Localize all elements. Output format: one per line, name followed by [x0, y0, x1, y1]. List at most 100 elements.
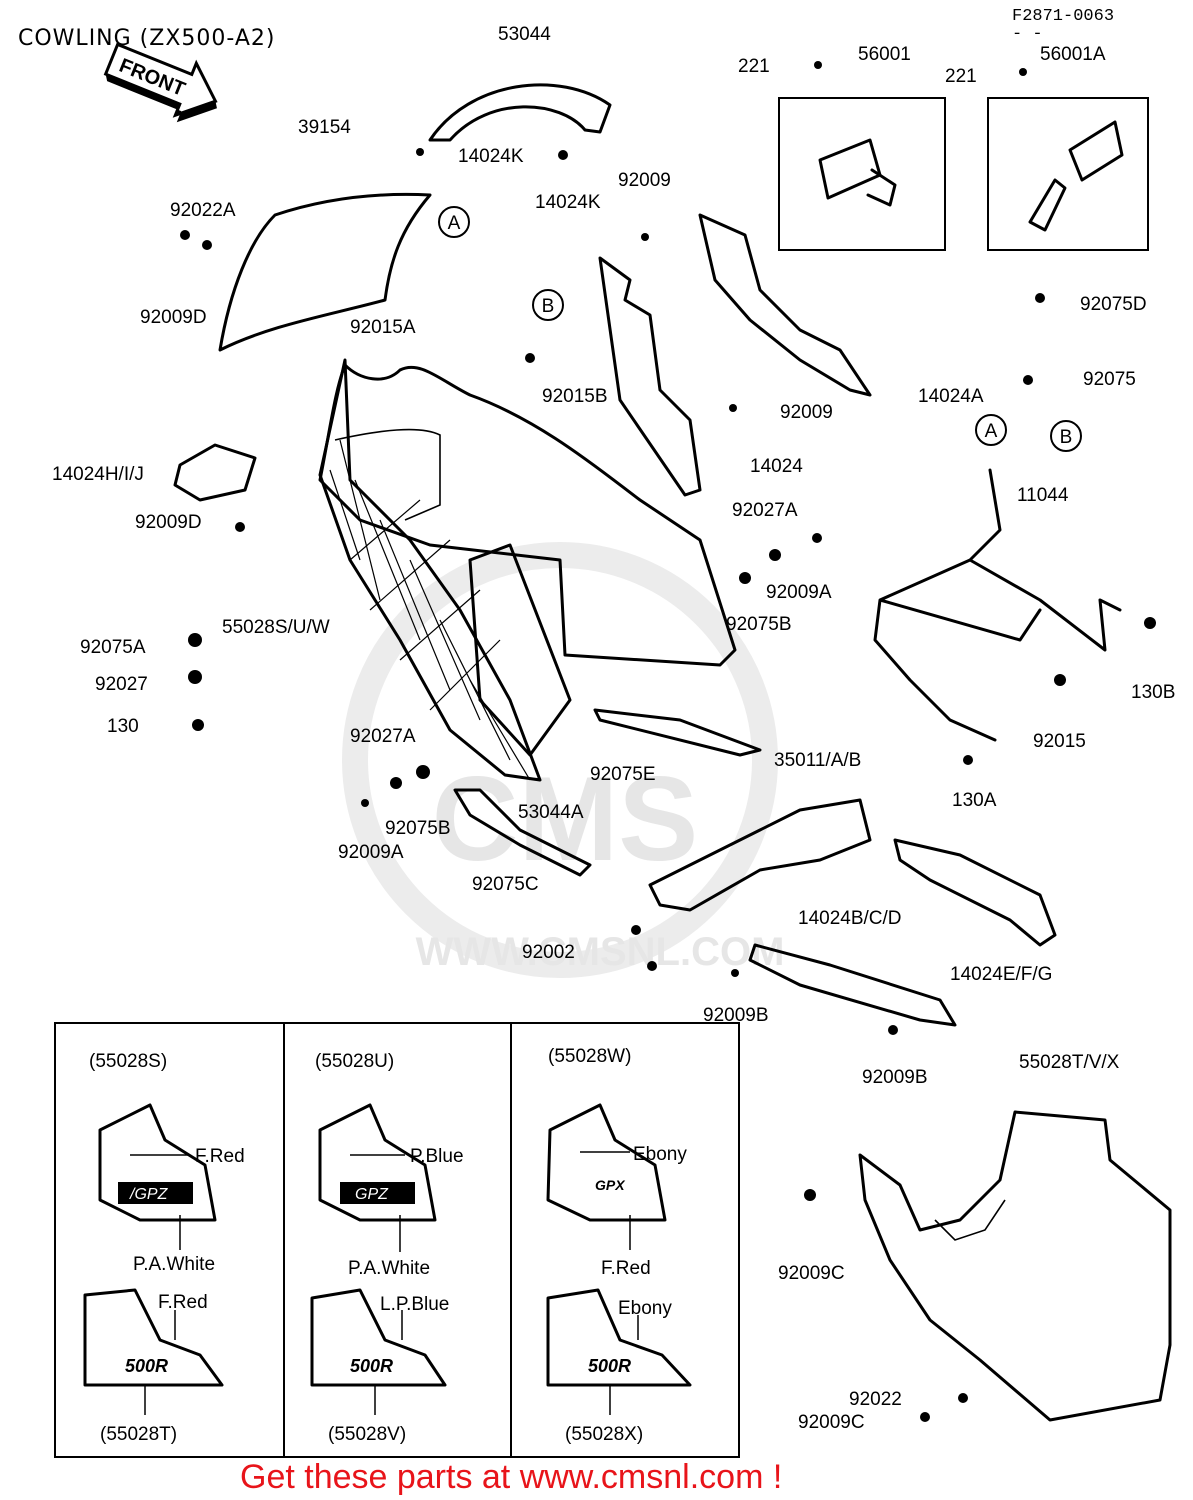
inner-duct	[468, 543, 572, 757]
variant-v-color: L.P.Blue	[380, 1294, 449, 1315]
part-number-label: 92075A	[80, 637, 146, 658]
part-number-label: 92075C	[472, 874, 539, 895]
part-number-label: 14024K	[458, 146, 524, 167]
part-number-label: 14024	[750, 456, 803, 477]
part-number-label: 92009	[780, 402, 833, 423]
part-number-label: 92009A	[766, 582, 832, 603]
part-number-label: 55028S/U/W	[222, 617, 330, 638]
part-number-label: 53044	[498, 24, 551, 45]
part-number-label: 221	[945, 66, 977, 87]
variant-w-color-2: F.Red	[601, 1258, 651, 1279]
callout-a-upper: A	[438, 206, 470, 238]
inner-panel-right	[698, 213, 872, 397]
mirror-left	[818, 138, 897, 207]
mirror-right-box	[987, 97, 1149, 251]
part-number-label: 92015B	[542, 386, 608, 407]
part-number-label: 14024K	[535, 192, 601, 213]
trim-14024b	[748, 943, 957, 1027]
part-number-label: 14024H/I/J	[52, 464, 144, 485]
stay-bracket	[428, 83, 612, 142]
variant-v-code: (55028V)	[328, 1424, 406, 1445]
bracket-92075e	[593, 708, 762, 757]
variant-s-badge: /GPZ	[129, 1186, 169, 1203]
variants-panel	[54, 1022, 740, 1458]
promo-footer[interactable]: Get these parts at www.cmsnl.com !	[240, 1458, 782, 1496]
part-number-label: 39154	[298, 117, 351, 138]
variant-w-badge: GPX	[595, 1177, 626, 1193]
part-number-label: 92075B	[385, 818, 451, 839]
part-number-label: 92009	[618, 170, 671, 191]
variant-x-badge: 500R	[588, 1356, 631, 1376]
variant-s-color-1: F.Red	[195, 1146, 245, 1167]
part-number-label: 92009D	[135, 512, 202, 533]
variant-u-top-code: (55028U)	[315, 1051, 394, 1072]
part-number-label: 221	[738, 56, 770, 77]
svg-text:B: B	[542, 296, 555, 317]
variant-x-color: Ebony	[618, 1298, 672, 1319]
callout-a-lower: A	[975, 414, 1007, 446]
part-number-label: 92027A	[732, 500, 798, 521]
variant-x-code: (55028X)	[565, 1424, 643, 1445]
small-plate	[173, 443, 257, 502]
callout-b-lower: B	[1050, 420, 1082, 452]
part-number-label: 14024A	[918, 386, 984, 407]
svg-text:B: B	[1060, 427, 1073, 448]
variant-s-top-code: (55028S)	[89, 1051, 167, 1072]
part-number-label: 56001A	[1040, 44, 1106, 65]
bracket-92075c	[453, 788, 592, 877]
part-number-label: 92022A	[170, 200, 236, 221]
part-number-label: 11044	[1017, 485, 1069, 506]
trim-14024e	[893, 838, 1057, 947]
variant-v-badge: 500R	[350, 1356, 393, 1376]
part-number-label: 55028T/V/X	[1019, 1052, 1120, 1073]
cowl-bracket-frame	[873, 468, 1122, 742]
part-number-label: 92075E	[590, 764, 656, 785]
part-number-label: 92015	[1033, 731, 1086, 752]
variant-s-t: (55028S) /GPZ F.Red P.A.White 500R F.Red…	[83, 1051, 245, 1445]
part-number-label: 92027A	[350, 726, 416, 747]
variant-u-color-1: P.Blue	[410, 1146, 464, 1167]
svg-text:A: A	[985, 421, 998, 442]
figure-code: F2871-0063	[1012, 7, 1114, 26]
part-number-label: 92009B	[862, 1067, 928, 1088]
part-number-label: 56001	[858, 44, 911, 65]
part-number-label: 92009C	[778, 1263, 845, 1284]
variant-t-badge: 500R	[125, 1356, 168, 1376]
part-number-label: 92009A	[338, 842, 404, 863]
part-number-label: 130A	[952, 790, 997, 811]
variant-t-code: (55028T)	[100, 1424, 177, 1445]
part-number-label: 92002	[522, 942, 575, 963]
variant-t-color: F.Red	[158, 1292, 208, 1313]
bracket-35011	[648, 798, 872, 912]
part-number-label: 92009B	[703, 1005, 769, 1026]
variant-u-badge: GPZ	[355, 1186, 389, 1203]
variant-w-x: (55028W) GPX Ebony F.Red 500R Ebony (550…	[546, 1046, 692, 1445]
upper-cowl	[318, 363, 737, 667]
watermark-url: WWW.CMSNL.COM	[416, 930, 785, 974]
part-number-label: 92009C	[798, 1412, 865, 1433]
part-number-label: 130	[107, 716, 139, 737]
variant-u-v: (55028U) GPZ P.Blue P.A.White 500R L.P.B…	[310, 1051, 464, 1445]
variant-w-top-code: (55028W)	[548, 1046, 631, 1067]
part-number-label: 92075B	[726, 614, 792, 635]
part-number-label: 92027	[95, 674, 148, 695]
variant-w-color-1: Ebony	[633, 1144, 687, 1165]
front-arrow-icon: FRONT	[103, 42, 218, 123]
watermark: CMS WWW.CMSNL.COM	[342, 542, 785, 978]
part-number-label: 14024B/C/D	[798, 908, 902, 929]
hardware-bolts	[180, 61, 1156, 1422]
part-number-label: 92022	[849, 1389, 902, 1410]
part-number-label: 53044A	[518, 802, 584, 823]
lower-cowl	[858, 1110, 1172, 1422]
mirror-right	[1028, 120, 1124, 232]
diagram-title: COWLING (ZX500-A2)	[18, 26, 275, 51]
part-number-label: 14024E/F/G	[950, 964, 1052, 985]
windscreen	[218, 192, 432, 352]
svg-text:A: A	[448, 213, 461, 234]
part-number-label: 92009D	[140, 307, 207, 328]
part-number-label: 35011/A/B	[774, 750, 861, 771]
part-labels: 53044 56001 56001A 221 221 39154 14024K 14024K 9…	[52, 24, 1175, 1433]
mirror-left-box	[778, 97, 946, 251]
callout-b-upper: B	[532, 289, 564, 321]
part-number-label: 92075	[1083, 369, 1136, 390]
